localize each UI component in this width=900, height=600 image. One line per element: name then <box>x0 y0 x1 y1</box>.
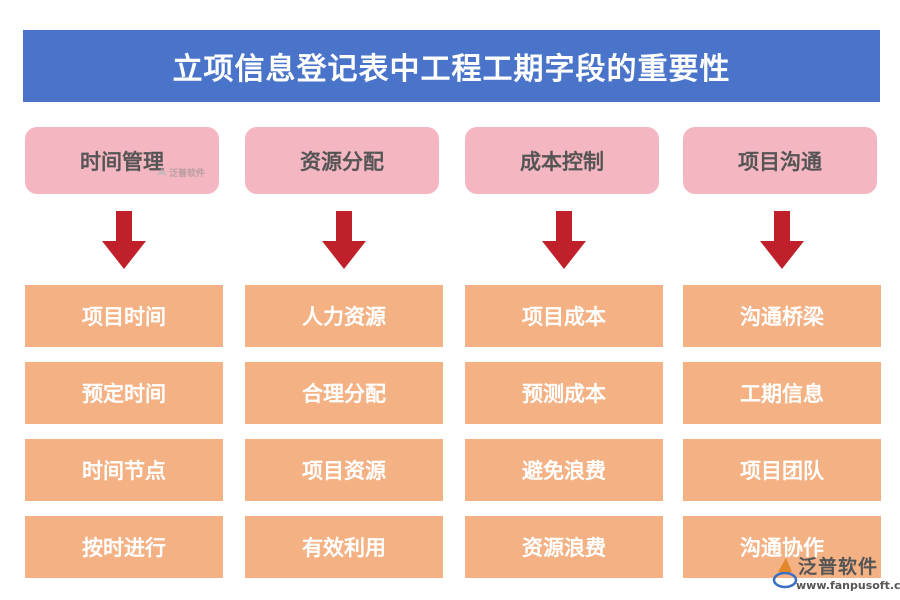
down-arrow-icon <box>542 211 586 269</box>
item-label: 人力资源 <box>302 305 386 329</box>
item-box: 项目资源 <box>245 439 443 501</box>
column-cost-control: 成本控制 项目成本 预测成本 避免浪费 资源浪费 <box>465 0 663 600</box>
item-box: 预定时间 <box>25 362 223 424</box>
item-label: 预定时间 <box>82 382 166 406</box>
item-label: 项目资源 <box>302 459 386 483</box>
item-label: 资源浪费 <box>522 536 606 560</box>
item-label: 沟通桥梁 <box>740 305 824 329</box>
item-label: 预测成本 <box>522 382 606 406</box>
item-box: 合理分配 <box>245 362 443 424</box>
item-label: 项目团队 <box>740 459 824 483</box>
item-label: 按时进行 <box>82 536 166 560</box>
item-label: 项目成本 <box>522 305 606 329</box>
item-label: 合理分配 <box>302 382 386 406</box>
category-label: 项目沟通 <box>738 149 822 174</box>
column-time-management: 时间管理 项目时间 预定时间 时间节点 按时进行 <box>25 0 223 600</box>
item-box: 沟通桥梁 <box>683 285 881 347</box>
item-box: 避免浪费 <box>465 439 663 501</box>
category-label: 时间管理 <box>80 149 164 174</box>
item-label: 工期信息 <box>740 382 824 406</box>
item-box: 预测成本 <box>465 362 663 424</box>
category-box: 成本控制 <box>465 127 659 194</box>
item-box: 工期信息 <box>683 362 881 424</box>
down-arrow-icon <box>760 211 804 269</box>
category-label: 成本控制 <box>520 149 604 174</box>
brand-logo-icon <box>157 167 167 175</box>
logo-brand-text: 泛普软件 <box>798 556 879 578</box>
down-arrow-icon <box>322 211 366 269</box>
watermark-small-brand: 泛普软件 <box>169 168 206 179</box>
item-label: 避免浪费 <box>522 459 606 483</box>
item-box: 项目团队 <box>683 439 881 501</box>
category-box: 资源分配 <box>245 127 439 194</box>
item-box: 人力资源 <box>245 285 443 347</box>
item-box: 时间节点 <box>25 439 223 501</box>
category-label: 资源分配 <box>300 149 384 174</box>
item-label: 有效利用 <box>302 536 386 560</box>
item-label: 沟通协作 <box>740 536 824 560</box>
page-title: 立项信息登记表中工程工期字段的重要性 <box>172 52 731 87</box>
brand-logo-icon <box>772 558 798 589</box>
logo-url-text: www.fanpusoft.com <box>796 579 900 592</box>
item-label: 时间节点 <box>82 459 166 483</box>
item-box: 项目时间 <box>25 285 223 347</box>
item-box: 项目成本 <box>465 285 663 347</box>
category-box: 项目沟通 <box>683 127 877 194</box>
category-box: 时间管理 <box>25 127 219 194</box>
item-box: 按时进行 <box>25 516 223 578</box>
watermark-small: 泛普软件 <box>155 165 205 179</box>
column-resource-allocation: 资源分配 人力资源 合理分配 项目资源 有效利用 <box>245 0 443 600</box>
brand-logo: 泛普软件 www.fanpusoft.com <box>772 552 900 596</box>
item-box: 资源浪费 <box>465 516 663 578</box>
title-bar: 立项信息登记表中工程工期字段的重要性 <box>23 30 880 102</box>
item-label: 项目时间 <box>82 305 166 329</box>
down-arrow-icon <box>102 211 146 269</box>
column-project-communication: 项目沟通 沟通桥梁 工期信息 项目团队 沟通协作 <box>683 0 881 600</box>
item-box: 有效利用 <box>245 516 443 578</box>
